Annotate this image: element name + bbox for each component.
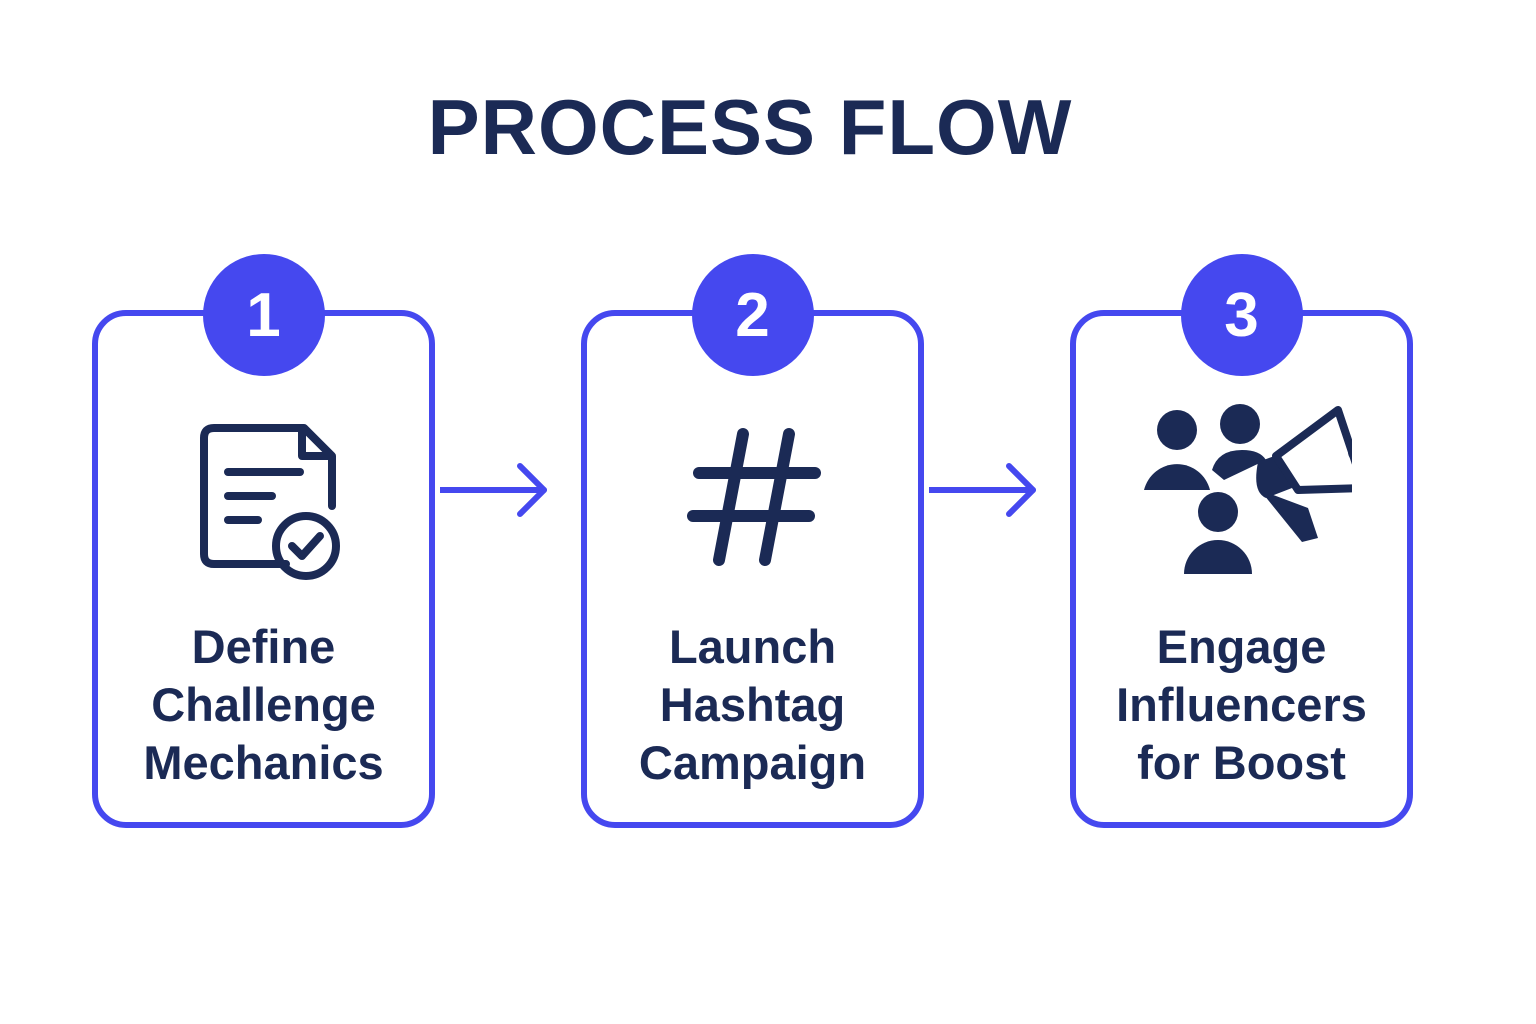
step-card-2: 2 Launch Hashtag Campaign <box>581 254 924 828</box>
label-line: for Boost <box>1137 736 1346 789</box>
label-line: Influencers <box>1116 678 1367 731</box>
hashtag-icon <box>686 428 821 566</box>
step-card-1: 1 Define Challenge Mechanics <box>92 254 435 828</box>
arrow-right-icon <box>929 463 1036 517</box>
arrow-right-icon <box>440 463 547 517</box>
label-line: Engage <box>1156 620 1327 673</box>
step-number-badge: 3 <box>1180 254 1303 376</box>
step-label: Engage Influencers for Boost <box>1076 618 1407 792</box>
label-line: Hashtag <box>659 678 846 731</box>
diagram-title: PROCESS FLOW <box>427 83 1073 171</box>
label-line: Define <box>191 620 336 673</box>
people-megaphone-icon <box>1143 404 1352 574</box>
label-line: Challenge <box>151 678 376 731</box>
document-check-icon <box>199 424 340 580</box>
label-line: Campaign <box>638 736 867 789</box>
step-number-badge: 1 <box>202 254 325 376</box>
step-label: Define Challenge Mechanics <box>98 618 429 792</box>
label-line: Mechanics <box>143 736 384 789</box>
step-number-badge: 2 <box>691 254 814 376</box>
step-label: Launch Hashtag Campaign <box>587 618 918 792</box>
label-line: Launch <box>668 620 837 673</box>
step-card-3: 3 Engage Influencers for Boost <box>1070 254 1413 828</box>
